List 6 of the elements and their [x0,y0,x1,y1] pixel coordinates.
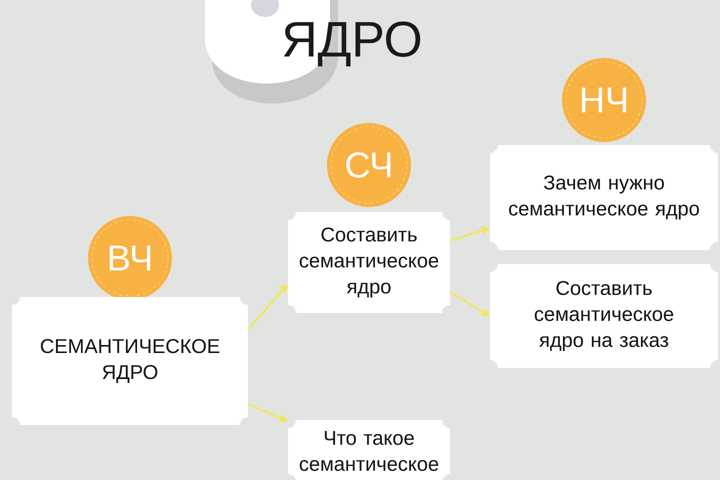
ticket-box: Составить семантическое ядро на заказ [490,264,718,368]
ticket-box: Зачем нужно семантическое ядро [490,145,718,250]
ticket-box: Что такое семантическое [288,420,450,480]
ticket-box: СЕМАНТИЧЕСКОЕ ЯДРО [12,297,248,425]
ticket-box: Составить семантическое ядро [288,212,450,313]
title: ЯДРО [284,22,420,66]
